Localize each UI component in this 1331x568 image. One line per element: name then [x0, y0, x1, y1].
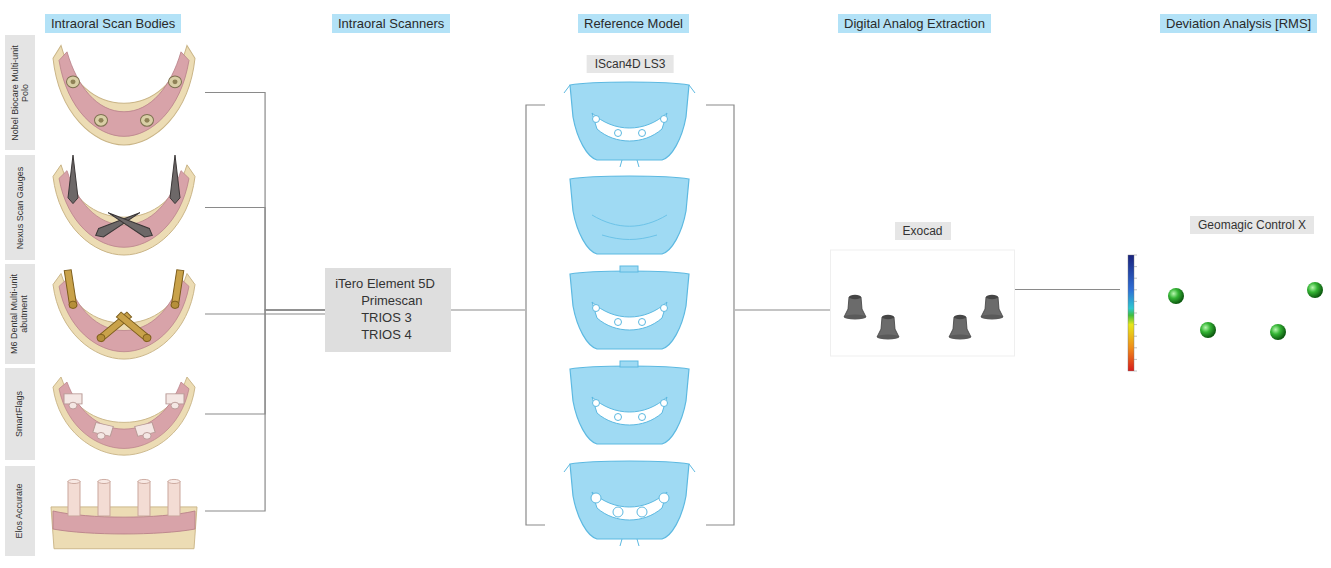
scanner-list-box: iTero Element 5DPrimescanTRIOS 3TRIOS 4	[325, 268, 451, 352]
reference-model-illustration	[525, 55, 735, 565]
connector-line	[205, 310, 325, 511]
bracket	[706, 105, 734, 525]
reference-model-column: IScan4D LS3	[525, 55, 735, 565]
scanner-name: TRIOS 3	[335, 310, 435, 327]
gingiva	[59, 279, 189, 352]
software-label: Exocad	[894, 222, 950, 240]
dental-cast-illustration	[47, 368, 202, 460]
column-header: Intraoral Scan Bodies	[45, 14, 181, 33]
scanner-name: Primescan	[335, 293, 435, 310]
reference-scanner-label: IScan4D LS3	[587, 55, 674, 73]
scan-body-label-box: Nobel Biocare Multi-unit Polo	[5, 35, 35, 150]
scanner-name: TRIOS 4	[335, 327, 435, 344]
dental-cast-illustration	[47, 264, 202, 364]
dental-cast-illustration	[47, 35, 202, 150]
deviation-illustration	[1120, 216, 1325, 381]
column-header: Reference Model	[578, 14, 689, 33]
connector-line	[451, 309, 525, 310]
connector-line	[1015, 289, 1120, 290]
gingiva	[59, 52, 189, 137]
cast-base	[53, 274, 195, 360]
connector-line	[735, 309, 830, 310]
cast-base	[53, 45, 195, 145]
reference-model-scan	[570, 176, 689, 254]
scan-body-label-box: Elos Accurate	[5, 466, 35, 556]
software-label: Geomagic Control X	[1190, 216, 1314, 234]
scan-body-name: Elos Accurate	[5, 470, 35, 552]
bracket	[526, 105, 545, 525]
column-header: Digital Analog Extraction	[838, 14, 991, 33]
digital-analog-illustration	[830, 222, 1015, 357]
column-header: Deviation Analysis [RMS]	[1160, 14, 1317, 33]
cast-base	[53, 377, 195, 455]
reference-model-scan	[570, 266, 689, 349]
scan-body-row: SmartFlags	[5, 368, 205, 460]
connector-line	[205, 208, 325, 311]
deviation-sphere	[1168, 288, 1184, 304]
gingiva	[59, 171, 189, 248]
dental-cast-illustration	[47, 155, 202, 260]
gingiva	[59, 382, 189, 448]
reference-model-scan	[564, 82, 695, 167]
scan-body-row: Elos Accurate	[5, 466, 205, 556]
deviation-sphere	[1307, 282, 1323, 298]
deviation-sphere	[1200, 322, 1216, 338]
reference-model-scan	[564, 461, 695, 546]
scanner-name: iTero Element 5D	[335, 276, 435, 293]
scan-body-name: M6 Dental Multi-unit abutment	[5, 268, 35, 360]
connector-line	[205, 93, 325, 311]
reference-model-scan	[570, 361, 689, 444]
deviation-analysis-panel: Geomagic Control X	[1120, 216, 1325, 381]
deviation-sphere	[1270, 324, 1286, 340]
color-scale-bar	[1128, 255, 1134, 371]
scan-body-name: Nexus Scan Gauges	[5, 159, 35, 256]
scan-body-name: Nobel Biocare Multi-unit Polo	[5, 39, 35, 146]
dental-cast-illustration	[47, 466, 202, 556]
scan-body-row: M6 Dental Multi-unit abutment	[5, 264, 205, 364]
scan-body-label-box: Nexus Scan Gauges	[5, 155, 35, 260]
column-header: Intraoral Scanners	[332, 14, 450, 33]
scan-body-label-box: SmartFlags	[5, 368, 35, 460]
scan-body-row: Nobel Biocare Multi-unit Polo	[5, 35, 205, 150]
scan-body-row: Nexus Scan Gauges	[5, 155, 205, 260]
analog-extraction-panel: Exocad	[830, 222, 1015, 357]
scan-body-label-box: M6 Dental Multi-unit abutment	[5, 264, 35, 364]
scan-body-name: SmartFlags	[5, 372, 35, 456]
